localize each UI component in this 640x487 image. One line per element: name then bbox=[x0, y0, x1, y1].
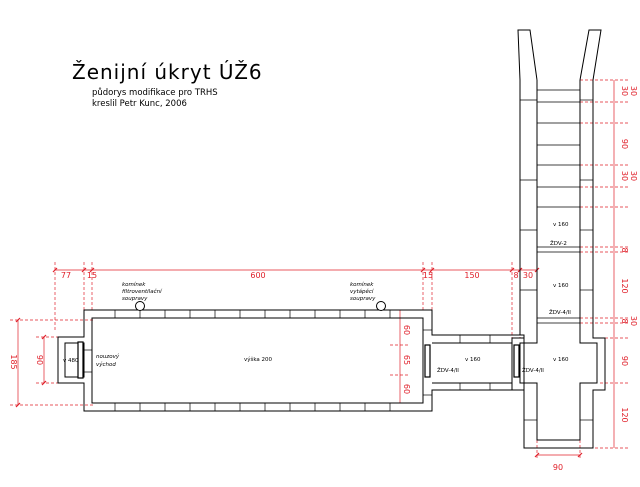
dim-right-120a: 120 bbox=[620, 278, 629, 293]
doors bbox=[77, 341, 520, 379]
dim-top-600: 600 bbox=[250, 271, 265, 280]
main-room-height-label: výška 200 bbox=[244, 356, 273, 363]
chimneys bbox=[135, 301, 386, 311]
dim-right-90b: 90 bbox=[620, 356, 629, 366]
chimney-left-label-2: filtroventilační bbox=[122, 288, 163, 295]
chimney-right-label-2: vytápěcí bbox=[350, 288, 375, 295]
corridor-height-label: v 160 bbox=[465, 357, 481, 363]
chimney-left-label-1: komínek bbox=[122, 281, 146, 288]
dim-left-185: 185 bbox=[9, 354, 18, 369]
shaft-upper-height-label: v 160 bbox=[553, 222, 569, 228]
cross-height-label: v 160 bbox=[553, 357, 569, 363]
ventilation-chimney-icon bbox=[135, 301, 145, 311]
emergency-exit-door bbox=[77, 341, 84, 379]
dim-right-30d: 30 bbox=[629, 171, 638, 181]
emergency-exit-label-1: nouzový bbox=[96, 353, 120, 360]
dim-top-77: 77 bbox=[61, 271, 71, 280]
dim-inner-60b: 60 bbox=[402, 384, 411, 394]
dim-inner-65: 65 bbox=[402, 355, 411, 365]
emergency-exit-label-2: východ bbox=[96, 361, 116, 368]
dim-top-30: 30 bbox=[523, 271, 533, 280]
dimension-labels: 77 15 600 15 150 8 30 185 90 60 65 60 30… bbox=[9, 86, 638, 472]
dim-right-30c: 30 bbox=[620, 171, 629, 181]
dim-right-120b: 120 bbox=[620, 407, 629, 422]
chimney-right-label-3: soupravy bbox=[350, 296, 376, 302]
corridor-door-label: ŽDV-4/II bbox=[522, 366, 544, 374]
drawing-author: kreslil Petr Kunc, 2006 bbox=[92, 99, 187, 109]
dim-right-30a: 30 bbox=[620, 86, 629, 96]
room-labels: komínek filtroventilační soupravy komíne… bbox=[63, 222, 571, 374]
drawing-title: Ženijní úkryt ÚŽ6 bbox=[72, 60, 263, 84]
dim-bottom-90: 90 bbox=[553, 463, 563, 472]
dim-top-8: 8 bbox=[513, 271, 518, 280]
dim-inner-60a: 60 bbox=[402, 325, 411, 335]
drawing-subtitle: půdorys modifikace pro TRHS bbox=[92, 88, 218, 98]
dim-top-150: 150 bbox=[464, 271, 479, 280]
zdv2-door-label: ŽDV-2 bbox=[550, 239, 567, 247]
dim-top-15a: 15 bbox=[87, 271, 97, 280]
dim-right-30e: 30 bbox=[629, 316, 638, 326]
shaft-door-label: ŽDV-4/II bbox=[549, 308, 571, 316]
dim-top-15b: 15 bbox=[423, 271, 433, 280]
dim-right-90a: 90 bbox=[620, 139, 629, 149]
dim-right-30b: 30 bbox=[629, 86, 638, 96]
chimney-left-label-3: soupravy bbox=[122, 296, 148, 302]
dim-right-8b: 8 bbox=[620, 318, 629, 323]
main-door-label: ŽDV-4/II bbox=[437, 366, 459, 374]
heating-chimney-icon bbox=[376, 301, 386, 311]
walls bbox=[57, 29, 606, 449]
dim-right-8a: 8 bbox=[620, 247, 629, 252]
dimension-guides bbox=[10, 79, 630, 460]
dim-left-90: 90 bbox=[35, 355, 44, 365]
exit-height-label: v 480 bbox=[63, 358, 79, 364]
shaft-lower-height-label: v 160 bbox=[553, 283, 569, 289]
corridor-door bbox=[513, 344, 520, 378]
main-door bbox=[424, 344, 431, 378]
chimney-right-label-1: komínek bbox=[350, 281, 374, 288]
